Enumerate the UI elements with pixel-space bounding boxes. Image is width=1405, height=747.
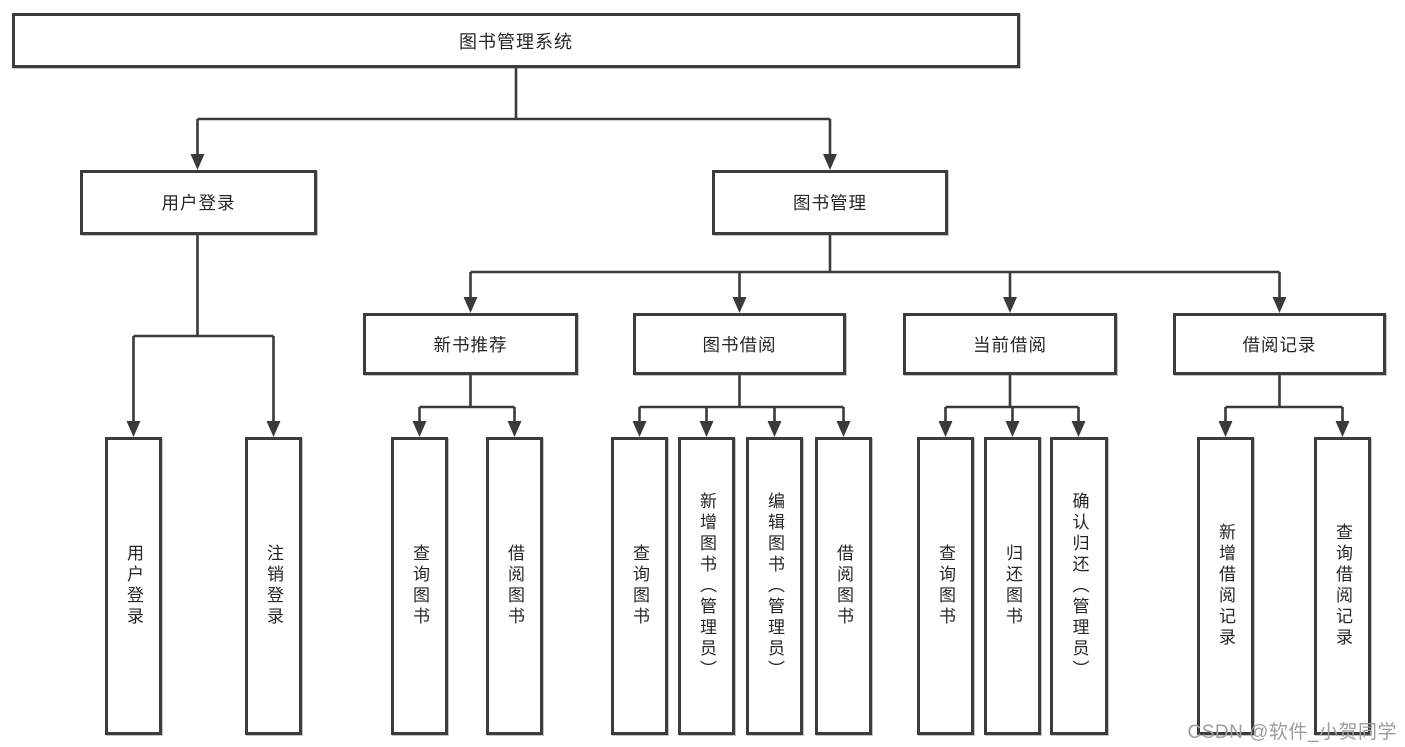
node-new-book-recommend-label: 新书推荐 (433, 334, 508, 355)
leaf-borrow-books-recommend-label: 借阅图书 (505, 544, 524, 628)
leaf-query-books-borrow-label: 查询图书 (630, 544, 649, 628)
node-borrow-records-label: 借阅记录 (1242, 334, 1317, 355)
node-new-book-recommend: 新书推荐 (363, 313, 578, 375)
leaf-add-borrow-record-label: 新增借阅记录 (1216, 523, 1235, 649)
node-root: 图书管理系统 (12, 13, 1020, 68)
leaf-query-books-current: 查询图书 (917, 437, 974, 735)
leaf-edit-book-admin-label: 编辑图书（管理员） (765, 491, 784, 681)
leaf-query-books-recommend-label: 查询图书 (410, 544, 429, 628)
leaf-logout: 注销登录 (245, 437, 302, 735)
leaf-confirm-return-admin-label: 确认归还（管理员） (1069, 491, 1089, 681)
leaf-add-borrow-record: 新增借阅记录 (1197, 437, 1254, 735)
leaf-query-borrow-record: 查询借阅记录 (1314, 437, 1371, 735)
leaf-borrow-books-borrow: 借阅图书 (815, 437, 872, 735)
leaf-edit-book-admin: 编辑图书（管理员） (746, 437, 803, 735)
node-book-borrow-label: 图书借阅 (702, 334, 777, 355)
leaf-return-books: 归还图书 (984, 437, 1041, 735)
node-book-management: 图书管理 (712, 170, 948, 235)
leaf-add-book-admin: 新增图书（管理员） (678, 437, 735, 735)
leaf-query-books-recommend: 查询图书 (391, 437, 448, 735)
leaf-return-books-label: 归还图书 (1003, 544, 1022, 628)
node-book-borrow: 图书借阅 (633, 313, 846, 375)
node-user-login: 用户登录 (80, 170, 317, 235)
node-user-login-label: 用户登录 (161, 193, 236, 213)
node-borrow-records: 借阅记录 (1173, 313, 1386, 375)
leaf-user-login: 用户登录 (105, 437, 162, 735)
node-current-borrow: 当前借阅 (903, 313, 1117, 375)
leaf-query-books-current-label: 查询图书 (936, 544, 955, 628)
node-book-management-label: 图书管理 (793, 193, 867, 213)
leaf-borrow-books-borrow-label: 借阅图书 (834, 544, 853, 628)
node-current-borrow-label: 当前借阅 (973, 334, 1047, 355)
leaf-add-book-admin-label: 新增图书（管理员） (697, 491, 716, 681)
csdn-watermark: CSDN @软件_小贺同学 (1187, 722, 1397, 743)
node-root-label: 图书管理系统 (459, 31, 573, 52)
leaf-borrow-books-recommend: 借阅图书 (486, 437, 543, 735)
leaf-confirm-return-admin: 确认归还（管理员） (1050, 437, 1108, 735)
leaf-query-borrow-record-label: 查询借阅记录 (1333, 523, 1352, 649)
leaf-query-books-borrow: 查询图书 (611, 437, 668, 735)
leaf-user-login-label: 用户登录 (124, 544, 143, 628)
leaf-logout-label: 注销登录 (264, 544, 283, 628)
